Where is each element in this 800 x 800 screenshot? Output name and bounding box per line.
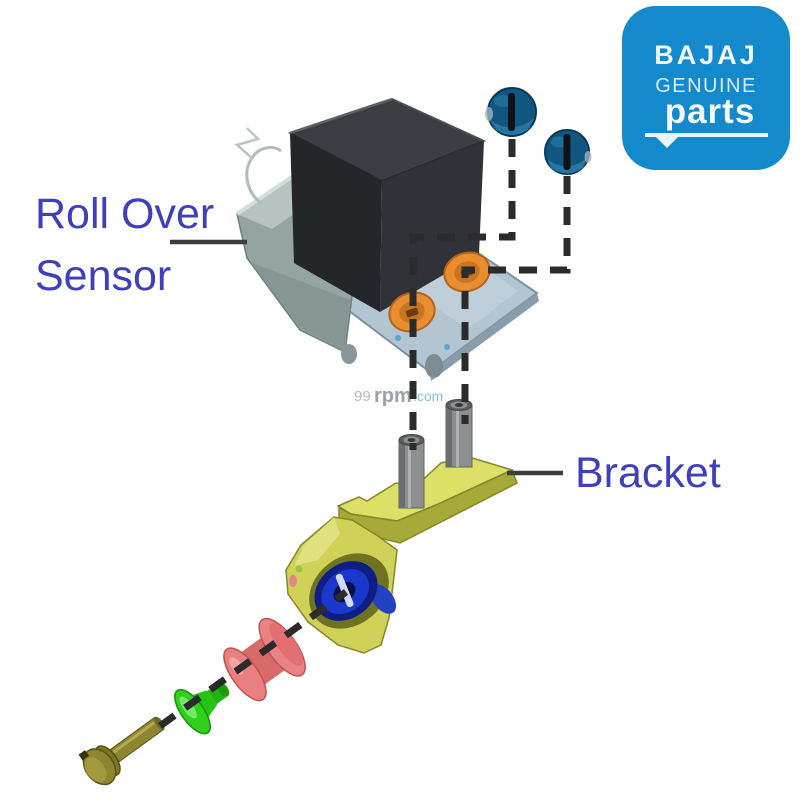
bolt-shaft-highlight (111, 721, 155, 755)
logo-underline (645, 133, 768, 137)
stud-shade (399, 440, 405, 508)
stud-highlight (408, 440, 411, 508)
bolt-head-face (84, 757, 107, 783)
assembly-dashed-line-3 (157, 589, 349, 729)
watermark-99: 99 (354, 388, 371, 405)
logo-brand-text: BAJAJ (654, 40, 758, 70)
logo-genuine-text: GENUINE (655, 75, 757, 97)
screw-reflection (494, 95, 512, 107)
screw-slot (508, 93, 515, 131)
stud-top-hole (455, 403, 463, 407)
roll-over-sensor-part (234, 97, 539, 381)
screw-flange-edge (485, 107, 493, 121)
sensor-foot (425, 354, 443, 378)
watermark: 99 rpm .com (354, 385, 443, 407)
mounting-screw-2 (544, 129, 592, 175)
sensor-black-box-right (380, 141, 484, 312)
logo-arrow-icon (656, 137, 678, 148)
screw-reflection (490, 118, 534, 135)
label-roll-over-line2: Sensor (35, 252, 172, 300)
screw-reflection (551, 136, 567, 148)
bracket-flange-highlight (294, 517, 340, 566)
label-bracket: Bracket (575, 449, 721, 497)
rubber-grommet-2 (388, 291, 436, 333)
metal-stud-left (398, 434, 425, 509)
stud-top-hole (407, 438, 416, 442)
metal-stud-right (445, 399, 473, 468)
black-box-edge-highlight (289, 97, 393, 135)
logo-parts-text: parts (664, 92, 756, 131)
stud-highlight (456, 405, 459, 467)
watermark-com: .com (413, 388, 443, 404)
rubber-damper-part (223, 617, 306, 702)
assembly-dashed-line-2 (461, 176, 571, 424)
damper-flange-face (269, 622, 304, 666)
sensor-wire (234, 127, 261, 159)
flange-speck-pink (289, 575, 297, 587)
stud-shade (446, 405, 452, 467)
assembly-dashed-line-1 (409, 139, 516, 450)
bajaj-genuine-parts-logo: BAJAJ GENUINE parts (622, 6, 790, 170)
screw-reflection (547, 158, 587, 174)
bolt-part (78, 716, 165, 786)
screw-slot (563, 134, 571, 170)
grommet-slot (405, 307, 419, 318)
sensor-foot (341, 344, 357, 364)
label-roll-over-line1: Roll Over (35, 190, 215, 238)
bracket-front-face (338, 468, 518, 544)
bolt-head-notch (78, 750, 90, 761)
watermark-rpm: rpm (374, 385, 412, 407)
mounting-screw-1 (485, 87, 537, 137)
flange-speck-green (295, 565, 303, 573)
label-roll-over-sensor: Roll Over Sensor (35, 183, 214, 307)
plate-speck (395, 335, 401, 341)
sensor-black-box-left (290, 133, 382, 312)
plate-speck (444, 344, 450, 350)
black-box-edge-highlight (391, 98, 485, 142)
sensor-gray-body-shade (250, 262, 350, 350)
sensor-base-plate-side (430, 293, 539, 381)
screw-flange-edge (584, 151, 592, 163)
